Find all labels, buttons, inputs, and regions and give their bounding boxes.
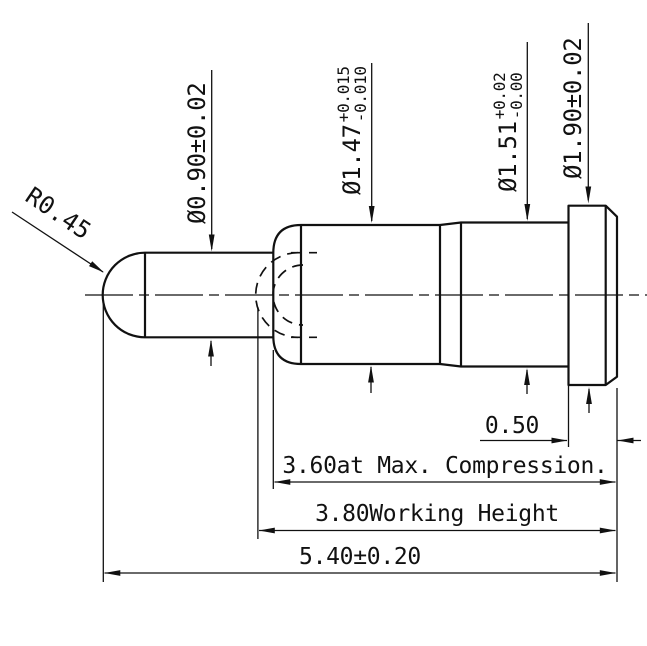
arrowheads [89,186,634,576]
dim-label-working-height: 3.80Working Height [315,501,559,527]
plunger-tip-arc [101,251,146,339]
barrel-dia-tol-plus: +0.015 [334,66,353,123]
mid-dia-tol-minus: -0.00 [507,72,526,120]
barrel2-bottom-edge [439,362,569,368]
barrel-dia-text: Ø1.47 [338,124,366,195]
dim-label-mid-dia: Ø1.51 +0.02 -0.00 [490,72,526,192]
dim-label-barrel-dia: Ø1.47 +0.015 -0.010 [334,66,370,195]
barrel-cap [272,223,302,366]
mid-dia-tol-plus: +0.02 [490,72,509,120]
dim-label-plunger-dia: Ø0.90±0.02 [183,82,211,225]
mid-dia-text: Ø1.51 [494,121,522,192]
dimension-lines [11,23,641,582]
mid-dia-tolerance: +0.02 -0.00 [490,72,526,120]
leader-tip-radius [11,211,104,273]
flange-dia-text: Ø1.90±0.02 [559,37,587,180]
dim-label-flange-width: 0.50 [484,413,540,439]
dim-label-max-compression: 3.60at Max. Compression. [282,453,608,479]
barrel-dia-tolerance: +0.015 -0.010 [334,66,370,123]
pin-outline [101,204,619,387]
hidden-lines [254,251,317,339]
dim-label-flange-dia: Ø1.90±0.02 [559,37,587,180]
barrel-dia-tol-minus: -0.010 [351,66,370,123]
dim-label-free-length: 5.40±0.20 [299,544,421,570]
barrel2-top-edge [439,221,569,227]
plunger-dia-text: Ø0.90±0.02 [183,82,211,225]
